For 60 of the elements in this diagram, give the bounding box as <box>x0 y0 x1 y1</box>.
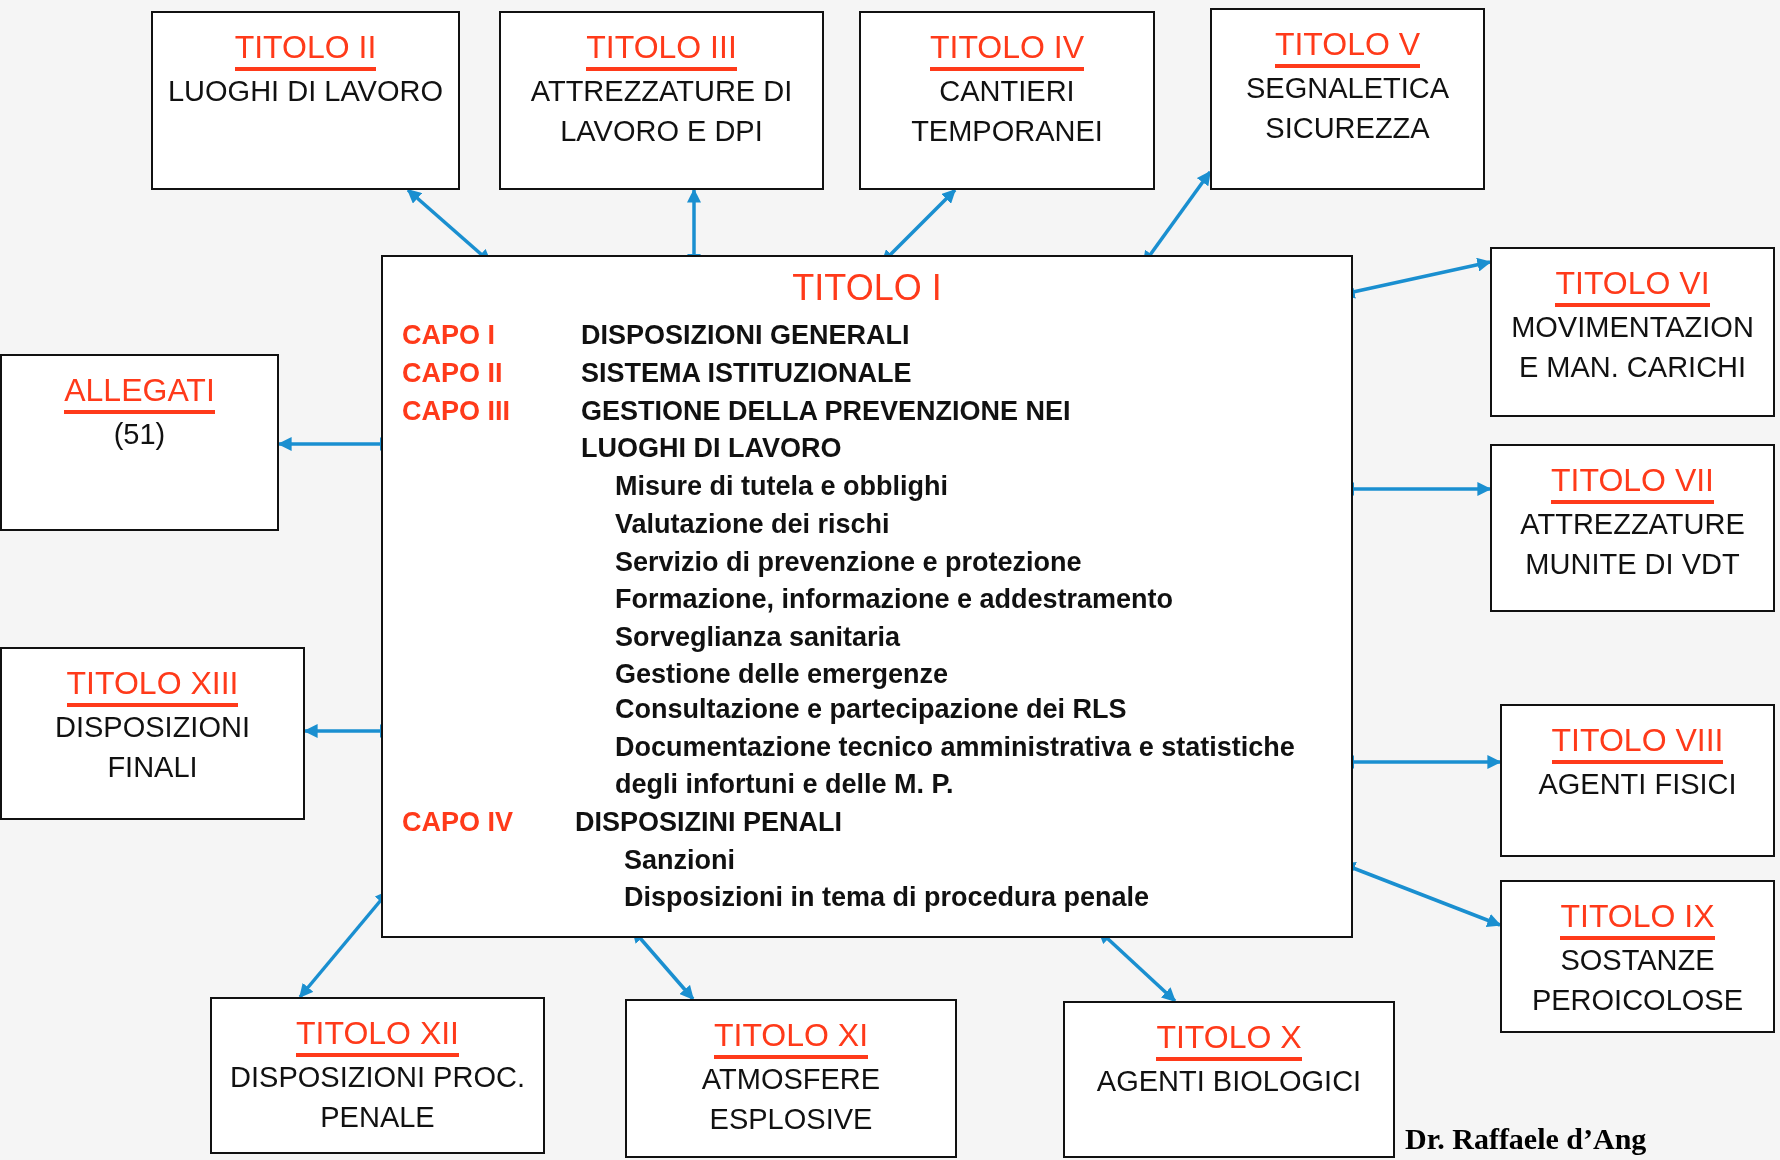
text-line: Valutazione dei rischi <box>615 508 890 541</box>
title-box <box>625 999 957 1158</box>
text-line: Disposizioni in tema di procedura penale <box>624 881 1150 914</box>
text-line: Consultazione e partecipazione dei RLS <box>615 693 1127 726</box>
title-label: TITOLO VIII <box>1551 720 1724 764</box>
title-box <box>499 11 824 190</box>
chapter-label: CAPO IV <box>402 806 514 839</box>
title-box <box>1500 704 1775 857</box>
text-line: Formazione, informazione e addestramento <box>615 583 1174 616</box>
title-description: ATTREZZATURE MUNITE DI VDT <box>1519 507 1746 582</box>
text-line: Documentazione tecnico amministrativa e statistiche degli infortuni e delle M. P. <box>615 731 1296 801</box>
title-description: AGENTI FISICI <box>1537 767 1738 802</box>
title-box <box>0 647 305 820</box>
title-label: TITOLO V <box>1274 24 1421 68</box>
title-label: TITOLO VI <box>1555 263 1710 307</box>
title-box <box>859 11 1155 190</box>
title-box <box>1500 880 1775 1033</box>
title-label: TITOLO XIII <box>66 663 239 707</box>
title-box <box>1210 8 1485 190</box>
text-line: Sorveglianza sanitaria <box>615 621 901 654</box>
text-line: Servizio di prevenzione e protezione <box>615 546 1082 579</box>
title-description: (51) <box>112 417 167 452</box>
title-box <box>0 354 279 531</box>
title-label: TITOLO XII <box>296 1013 459 1057</box>
title-box <box>210 997 545 1154</box>
title-description: AGENTI BIOLOGICI <box>1095 1064 1363 1099</box>
author-credit: Dr. Raffaele d’Ang <box>1405 1122 1647 1156</box>
title-description: ATMOSFERE ESPLOSIVE <box>700 1062 882 1137</box>
title-description: CANTIERI TEMPORANEI <box>910 74 1104 149</box>
text-line: Sanzioni <box>624 844 735 877</box>
title-label: TITOLO VII <box>1551 460 1714 504</box>
title-box <box>1490 247 1775 417</box>
chapter-label: CAPO III <box>402 395 510 428</box>
text-line: DISPOSIZINI PENALI <box>575 806 843 839</box>
text-line: GESTIONE DELLA PREVENZIONE NEI LUOGHI DI LAVORO <box>581 395 1072 465</box>
title-box <box>151 11 460 190</box>
title-description: SEGNALETICA SICUREZZA <box>1244 71 1451 146</box>
title-description: SOSTANZE PEROICOLOSE <box>1530 943 1745 1018</box>
title-description: DISPOSIZIONI FINALI <box>54 710 251 785</box>
title-description: ATTREZZATURE DI LAVORO E DPI <box>529 74 794 149</box>
title-box <box>1490 444 1775 612</box>
text-line: Gestione delle emergenze <box>615 658 949 691</box>
title-label: TITOLO X <box>1156 1017 1302 1061</box>
title-label: TITOLO III <box>586 27 737 71</box>
title-description: DISPOSIZIONI PROC. PENALE <box>229 1060 526 1135</box>
text-line: SISTEMA ISTITUZIONALE <box>581 357 912 390</box>
title-label: TITOLO XI <box>713 1015 869 1059</box>
text-line: Misure di tutela e obblighi <box>615 470 949 503</box>
title-description: LUOGHI DI LAVORO <box>167 74 444 109</box>
title-label: ALLEGATI <box>64 370 215 414</box>
title-label: TITOLO II <box>234 27 377 71</box>
text-line: DISPOSIZIONI GENERALI <box>581 319 910 352</box>
title-label: TITOLO IV <box>929 27 1085 71</box>
main-box <box>381 255 1353 938</box>
chapter-label: CAPO I <box>402 319 495 352</box>
heading: TITOLO I <box>792 269 942 306</box>
title-description: MOVIMENTAZION E MAN. CARICHI <box>1510 310 1755 385</box>
chapter-label: CAPO II <box>402 357 503 390</box>
title-box <box>1063 1001 1395 1158</box>
title-label: TITOLO IX <box>1560 896 1715 940</box>
